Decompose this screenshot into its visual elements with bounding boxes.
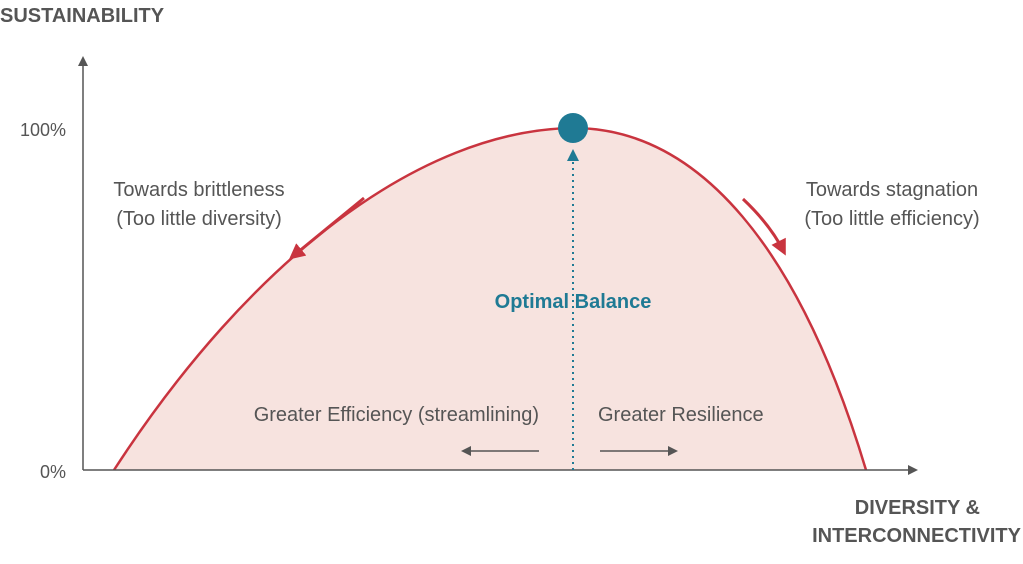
stagnation-arrow bbox=[741, 197, 786, 256]
left-note-line1: Towards brittleness bbox=[113, 179, 284, 201]
optimal-balance-label: Optimal Balance bbox=[495, 291, 652, 313]
greater-efficiency-label: Greater Efficiency (streamlining) bbox=[254, 404, 539, 426]
x-axis-title-line2: INTERCONNECTIVITY bbox=[812, 525, 1022, 547]
y-tick-0: 0% bbox=[40, 462, 66, 482]
y-tick-100: 100% bbox=[20, 120, 66, 140]
right-note-line2: (Too little efficiency) bbox=[804, 208, 979, 230]
right-note-line1: Towards stagnation bbox=[806, 179, 978, 201]
optimal-point bbox=[558, 113, 588, 143]
brittleness-arrow bbox=[288, 196, 365, 260]
x-axis-title-line1: DIVERSITY & bbox=[855, 497, 980, 519]
sustainability-area bbox=[114, 128, 866, 470]
y-axis-title: SUSTAINABILITY bbox=[0, 5, 165, 27]
greater-resilience-label: Greater Resilience bbox=[598, 404, 764, 426]
left-note-line2: (Too little diversity) bbox=[116, 208, 282, 230]
